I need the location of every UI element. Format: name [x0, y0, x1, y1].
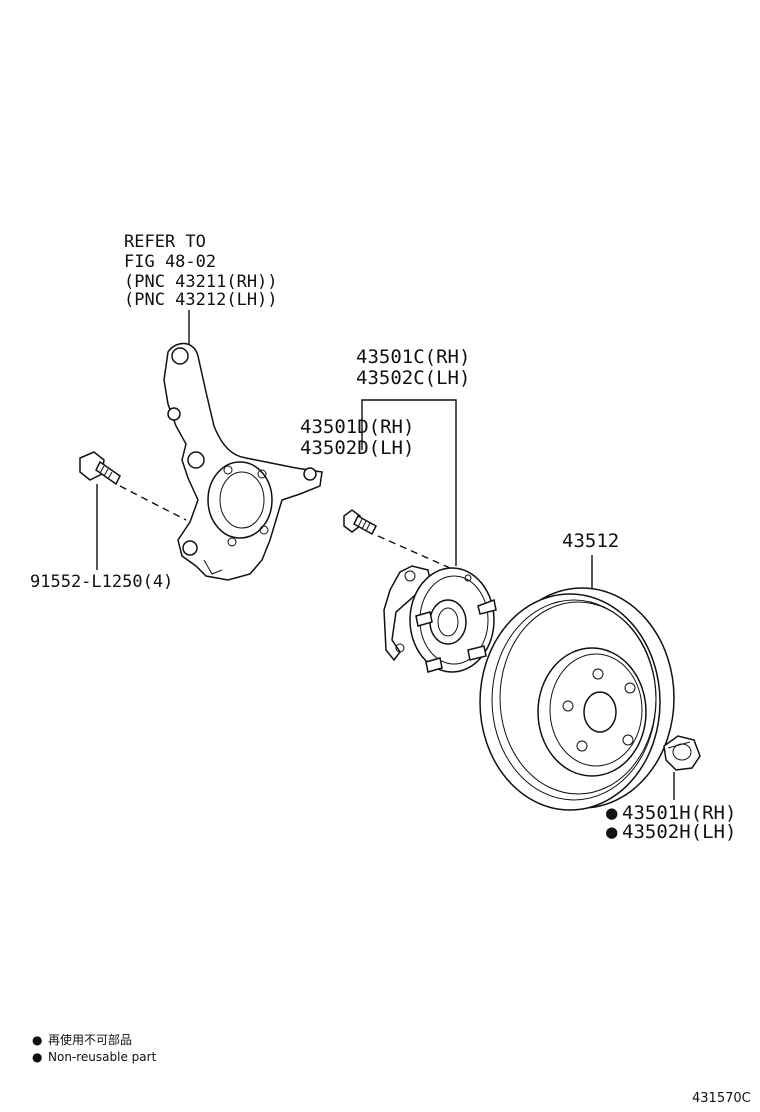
hub-bearing-callout: 43501C(RH) 43502C(LH): [356, 346, 470, 566]
knuckle-ref-line-2: FIG 48-02: [124, 252, 216, 272]
knuckle-reference-callout: REFER TO FIG 48-02 (PNC 43211(RH)) (PNC …: [124, 232, 278, 345]
steering-knuckle: [163, 342, 323, 581]
legend-line-english: Non-reusable part: [48, 1050, 157, 1064]
knuckle-bolt: 91552-L1250(4): [30, 451, 187, 592]
lock-nut-rh-label: 43501H(RH): [622, 802, 736, 824]
hub-bearing-assembly: [383, 565, 497, 673]
legend-line-japanese: 再使用不可部品: [48, 1032, 132, 1047]
lock-nut-rh-symbol: ●: [606, 802, 618, 824]
knuckle-bolt-label: 91552-L1250(4): [30, 572, 173, 592]
hub-bearing-bracket-line: [361, 399, 457, 566]
rotor-label: 43512: [562, 530, 619, 552]
hub-bolt: [343, 509, 451, 569]
hub-bolt-callout: 43501D(RH) 43502D(LH): [300, 416, 414, 459]
lock-nut-lh-symbol: ●: [606, 821, 618, 843]
knuckle-ref-line-4: (PNC 43212(LH)): [124, 290, 278, 310]
knuckle-ref-line-3: (PNC 43211(RH)): [124, 272, 278, 292]
hub-bolt-rh-label: 43501D(RH): [300, 416, 414, 438]
legend: ● 再使用不可部品 ● Non-reusable part: [32, 1032, 157, 1064]
knuckle-bolt-assembly-line: [119, 485, 187, 521]
knuckle-ref-line-1: REFER TO: [124, 232, 206, 252]
legend-symbol-1: ●: [32, 1033, 42, 1047]
hub-bearing-rh-label: 43501C(RH): [356, 346, 470, 368]
disc-rotor: 43512: [479, 530, 675, 811]
hub-bearing-lh-label: 43502C(LH): [356, 367, 470, 389]
legend-symbol-2: ●: [32, 1050, 42, 1064]
lock-nut: ● 43501H(RH) ● 43502H(LH): [606, 735, 736, 843]
figure-id: 431570C: [692, 1091, 751, 1106]
hub-bolt-lh-label: 43502D(LH): [300, 437, 414, 459]
lock-nut-lh-label: 43502H(LH): [622, 821, 736, 843]
hub-bolt-assembly-line: [377, 535, 451, 569]
